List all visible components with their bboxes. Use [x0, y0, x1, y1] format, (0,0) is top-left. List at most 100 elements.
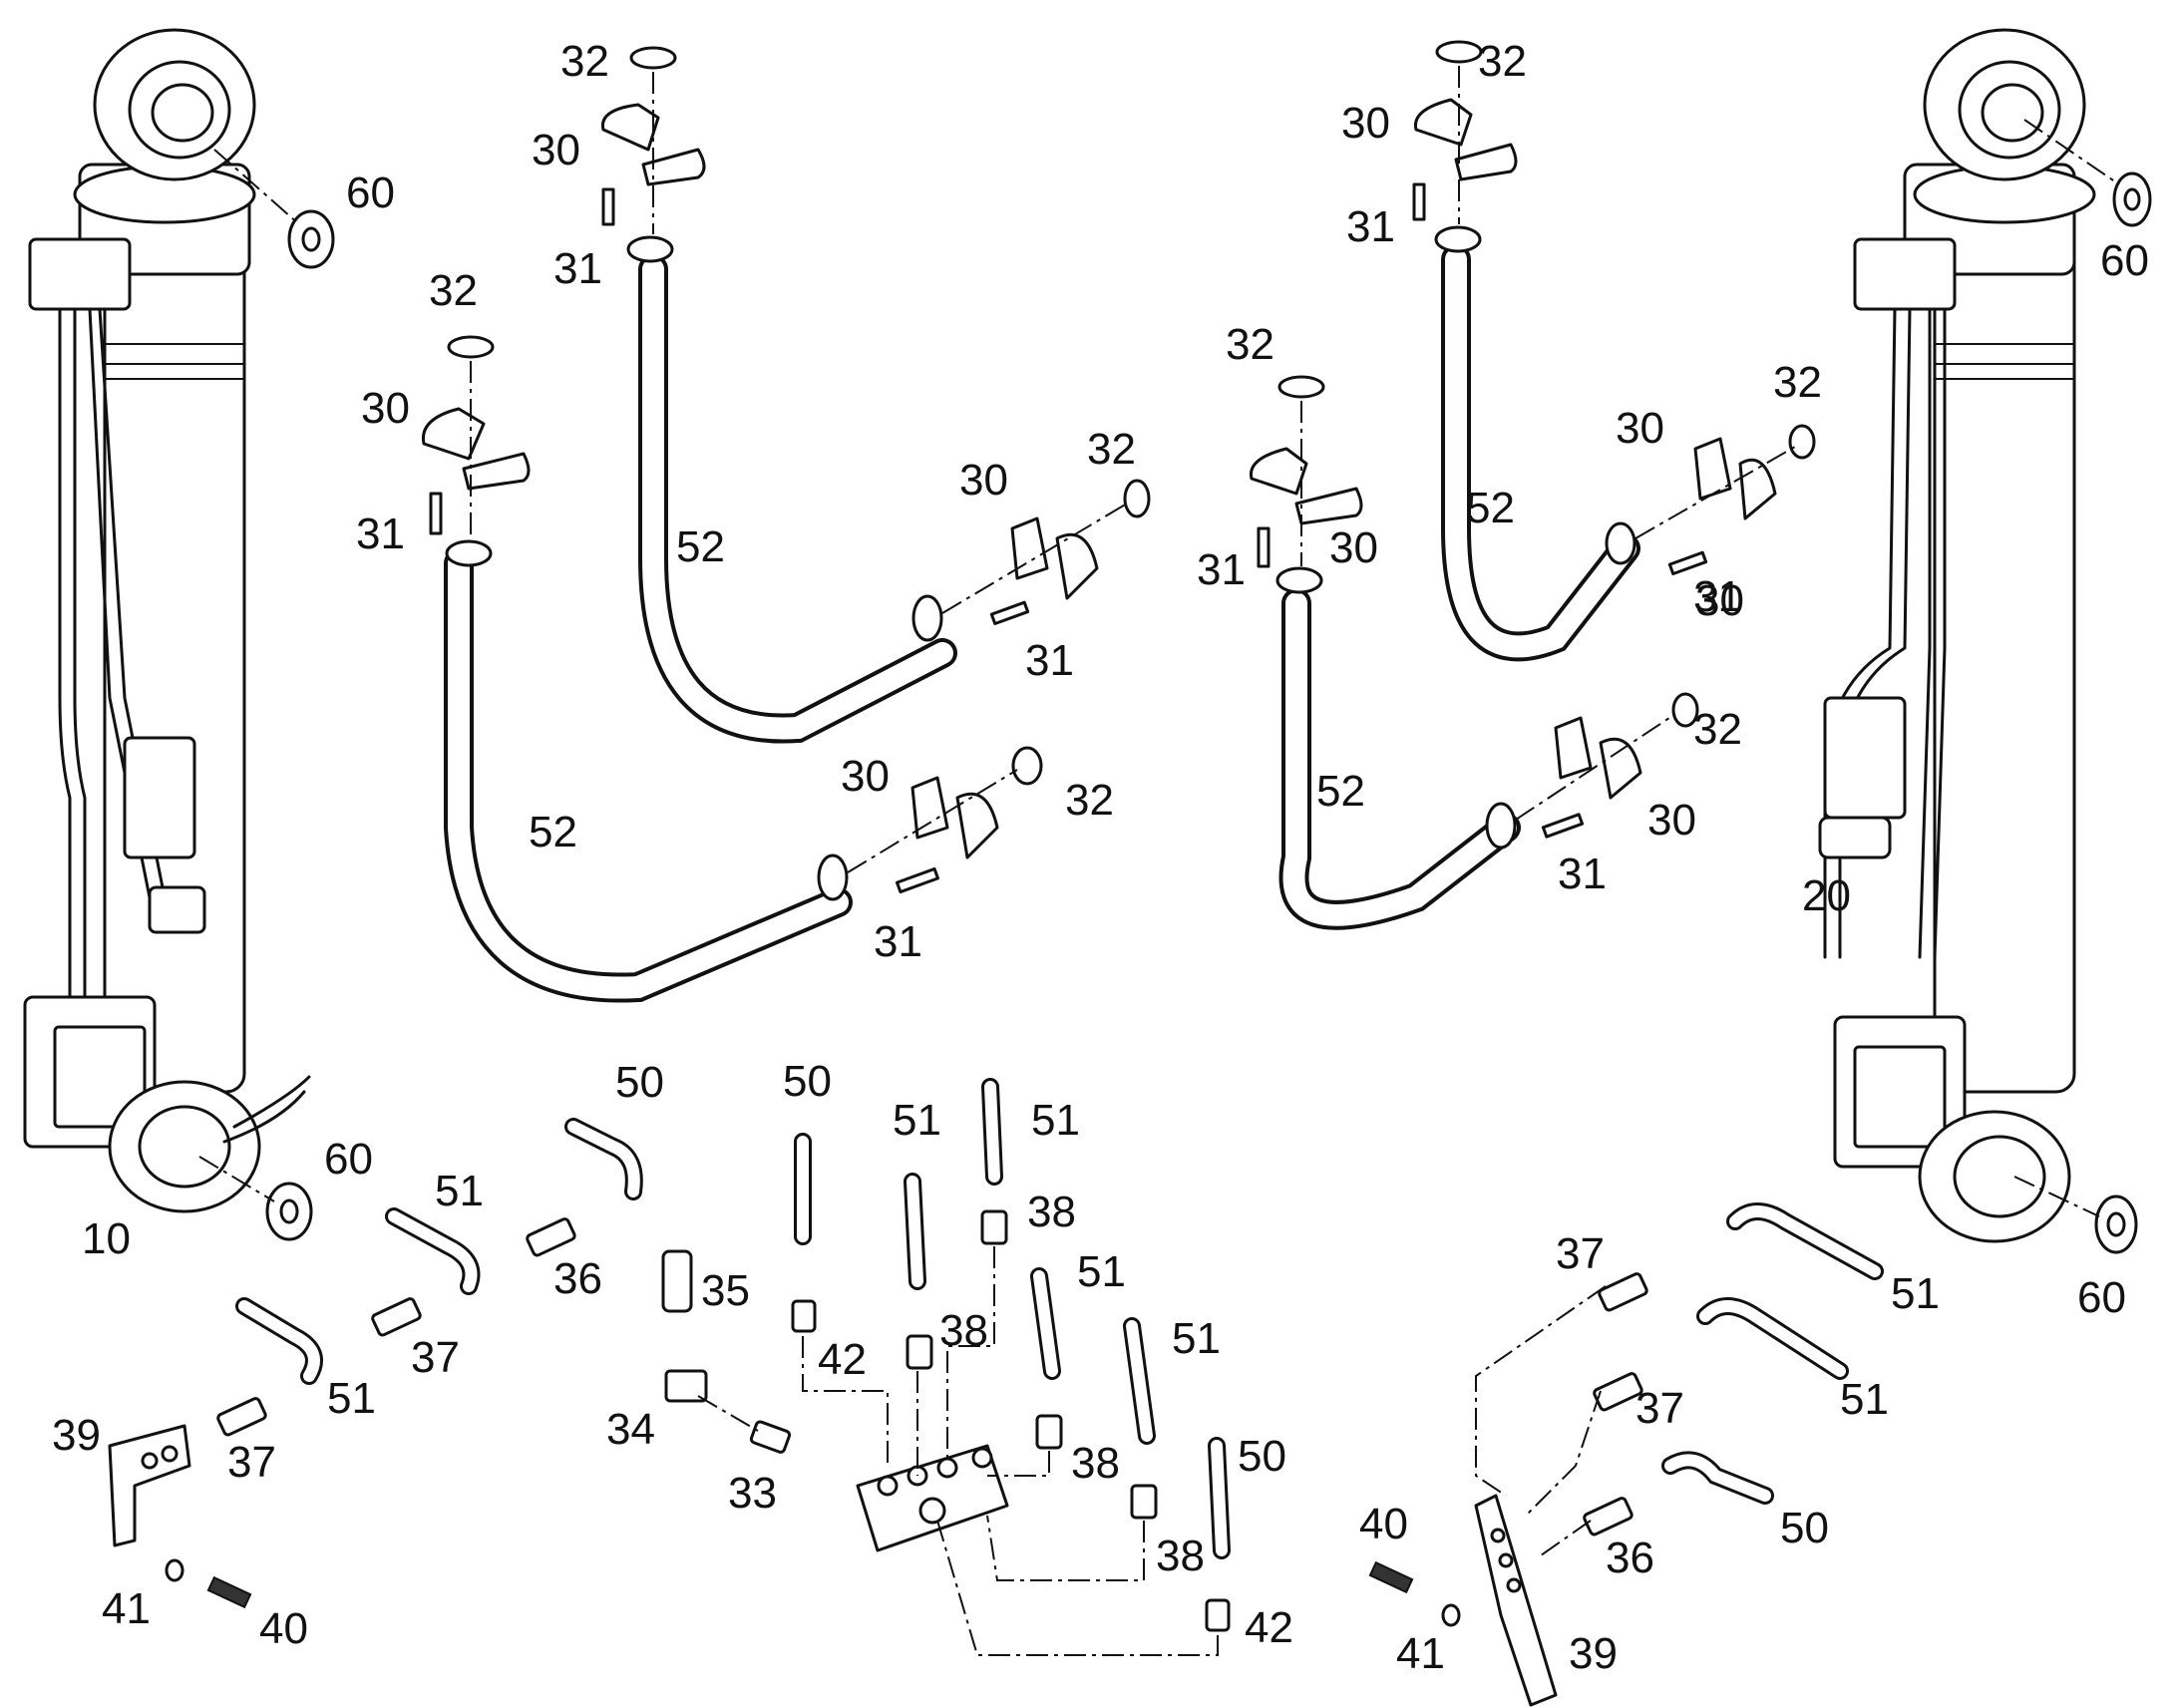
- callout-label: 35: [701, 1266, 750, 1315]
- hydraulic-cylinder-right: [1818, 28, 2096, 1243]
- callout-label: 38: [1071, 1439, 1120, 1488]
- flange-set-b: [421, 335, 531, 567]
- pipe-51-center-d: [1123, 1317, 1156, 1445]
- callout-label: 30: [959, 456, 1008, 505]
- callout-label: 30: [841, 752, 890, 801]
- callout-label: 39: [1569, 1629, 1618, 1678]
- washer-41-right: [1441, 1603, 1461, 1627]
- fittings-38-42: [791, 1209, 1231, 1632]
- fitting-36-right: [1583, 1497, 1634, 1537]
- fitting-37-left-b: [216, 1397, 267, 1437]
- bracket-39-left: [108, 1424, 191, 1547]
- callout-label: 31: [1558, 850, 1607, 898]
- pipe-51-left-a: [385, 1207, 481, 1295]
- callout-label: 50: [1780, 1504, 1829, 1552]
- pipe-50-left: [564, 1118, 643, 1200]
- pipe-51-right-a: [1726, 1202, 1884, 1280]
- callout-label: 30: [361, 384, 410, 433]
- screw-40-left: [206, 1575, 252, 1609]
- callout-label: 32: [1087, 425, 1136, 474]
- callout-label: 51: [435, 1167, 484, 1215]
- callout-label: 60: [324, 1135, 373, 1184]
- callout-label: 41: [102, 1584, 151, 1633]
- callout-label: 32: [429, 266, 478, 315]
- callout-label: 37: [411, 1333, 460, 1382]
- pipe-51-right-b: [1696, 1297, 1849, 1380]
- callout-label: 20: [1802, 871, 1851, 920]
- rod-eye-bottom-right: [1918, 1110, 2071, 1243]
- callout-label: 50: [615, 1058, 664, 1107]
- callout-label: 60: [2077, 1273, 2126, 1322]
- callout-label: 36: [553, 1254, 602, 1303]
- callout-label: 42: [818, 1335, 867, 1384]
- rod-eye-top-right: [1923, 28, 2086, 181]
- fitting-33: [749, 1420, 792, 1454]
- callout-label: 38: [1156, 1532, 1205, 1580]
- callout-label: 32: [1773, 358, 1822, 407]
- callout-label: 60: [346, 169, 395, 217]
- callout-label: 31: [1025, 636, 1074, 685]
- washer-60-top-right: [2112, 171, 2152, 227]
- bracket-39-right: [1474, 1494, 1558, 1707]
- hose-52-right-lower: [1278, 588, 1521, 930]
- washer-60-bottom-right: [2094, 1195, 2138, 1254]
- flange-set-h: [1485, 692, 1699, 850]
- flange-set-c: [911, 479, 1151, 642]
- callout-label: 31: [1346, 202, 1395, 251]
- callout-label: 36: [1606, 1534, 1654, 1582]
- callout-label: 52: [676, 522, 725, 571]
- callout-label: 32: [560, 37, 609, 86]
- pipe-51-center-a: [904, 1173, 926, 1290]
- callout-label: 32: [1226, 320, 1274, 369]
- callout-label: 38: [939, 1306, 988, 1355]
- hose-52-left-lower: [444, 548, 853, 1003]
- callout-label: 37: [227, 1438, 276, 1487]
- hydraulic-cylinder-left: [23, 28, 311, 1213]
- callout-label: 31: [356, 510, 405, 558]
- callout-label: 37: [1635, 1384, 1684, 1433]
- callout-label: 38: [1027, 1188, 1076, 1236]
- callout-label: 51: [327, 1374, 376, 1423]
- flange-set-e: [1412, 40, 1518, 253]
- fitting-37-right-a: [1598, 1272, 1648, 1312]
- fitting-37-left-a: [371, 1297, 422, 1337]
- distribution-block: [856, 1444, 1009, 1552]
- callout-label: 42: [1245, 1603, 1293, 1652]
- callout-label: 30: [532, 126, 580, 174]
- callout-label: 30: [1329, 523, 1378, 572]
- screw-40-right: [1368, 1560, 1414, 1594]
- callout-label: 31: [553, 244, 602, 293]
- hose-52-left-upper: [638, 254, 957, 744]
- callout-label: 34: [606, 1405, 655, 1454]
- fitting-35: [661, 1249, 693, 1313]
- callout-label: 51: [1840, 1375, 1889, 1424]
- pipe-50-center-right: [1208, 1437, 1231, 1559]
- callout-label: 51: [1172, 1314, 1221, 1363]
- callout-label: 41: [1396, 1629, 1445, 1678]
- rod-eye-bottom-left: [108, 1080, 261, 1213]
- callout-label: 32: [1478, 37, 1527, 86]
- callout-label: 51: [1891, 1269, 1940, 1318]
- callout-label: 30: [1616, 404, 1664, 453]
- fitting-36-left: [526, 1217, 576, 1257]
- callout-label: 30: [1647, 796, 1696, 845]
- flange-set-f: [1249, 375, 1363, 594]
- washer-60-bottom-left: [265, 1182, 313, 1241]
- callout-label: 60: [2100, 236, 2149, 285]
- flange-set-g: [1605, 424, 1816, 576]
- rod-eye-top-left: [93, 28, 256, 181]
- callout-label: 50: [783, 1057, 832, 1106]
- hose-52-right-upper: [1441, 244, 1640, 662]
- callout-label: 32: [1693, 705, 1742, 754]
- callout-label: 52: [529, 808, 577, 856]
- flange-set-a: [600, 46, 706, 263]
- callout-label: 31: [1693, 572, 1742, 621]
- callout-label: 52: [1316, 767, 1365, 816]
- pipe-51-left-b: [235, 1297, 323, 1385]
- pipe-51-center-b: [981, 1078, 1003, 1186]
- callout-label: 31: [1197, 545, 1246, 594]
- callout-label: 33: [728, 1469, 777, 1518]
- washer-41-left: [165, 1558, 184, 1582]
- callout-labels: 32 30 31 32 30 31 60 52 30 32 31 30 32 5…: [52, 37, 2149, 1678]
